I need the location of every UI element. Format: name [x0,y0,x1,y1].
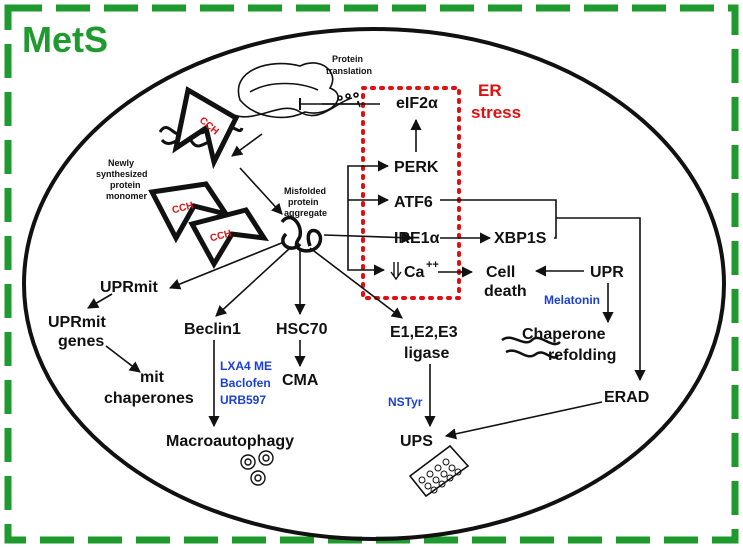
arrow-to-ligase [309,247,403,319]
ire1a-node: IRE1α [394,230,440,247]
erad-node: ERAD [604,389,649,406]
newly-synth-label-3: protein [110,180,141,190]
er-stress-label-2: stress [471,103,521,122]
newly-synth-label-4: monomer [106,191,148,201]
er-stress-box [361,86,461,300]
cell-membrane [22,27,726,541]
misfolded-label-3: aggregate [284,208,327,218]
arrow-to-perk [347,160,390,236]
arrow-translation-monomer [231,133,263,157]
ca-node: Ca [404,264,425,281]
uprmit-genes-node-1: UPRmit [48,314,106,331]
cell-death-node-1: Cell [486,264,515,281]
atf6-node: ATF6 [394,194,433,211]
drug-baclofen: Baclofen [220,376,271,390]
mets-title: MetS [22,19,108,60]
misfolded-label-2: protein [288,197,319,207]
mets-border [4,4,739,544]
ca-charge: ++ [426,259,439,271]
xbp1s-node: XBP1S [494,230,547,247]
proteasome-icon [408,444,470,498]
ligase-node-2: ligase [404,345,449,362]
uprmit-genes-node-2: genes [58,333,104,350]
ligase-node-1: E1,E2,E3 [390,324,458,341]
arrow-monomer-aggregate [239,167,283,215]
calcium-decrease-icon [390,262,402,281]
arrow-to-uprmit [168,241,285,290]
autophagosome-icon [240,450,274,486]
arrow-aggregate-ire1a [323,232,414,244]
melatonin-drug: Melatonin [544,293,600,307]
mit-chaperones-node-1: mit [140,369,165,386]
misfolded-label-1: Misfolded [284,186,326,196]
cch-chevron-2: CCH [148,181,232,244]
perk-node: PERK [394,159,439,176]
aggregate-icon [280,215,323,253]
newly-synth-label-2: synthesized [96,169,148,179]
arrow-genes-chaperones [105,345,141,373]
mit-chaperones-node-2: chaperones [104,390,194,407]
upr-node: UPR [590,264,624,281]
protein-translation-label-2: translation [326,66,372,76]
arrow-to-erad [556,217,646,382]
uprmit-node: UPRmit [100,279,158,296]
protein-translation-label-1: Protein [332,54,363,64]
beclin1-node: Beclin1 [184,321,241,338]
nstyr-drug: NSTyr [388,395,423,409]
newly-synth-label-1: Newly [108,158,134,168]
atf6-merge-line [440,199,557,239]
chaperone-node-2: refolding [548,347,616,364]
arrow-to-beclin1 [215,247,291,317]
cch-chevron-1: CCH [172,86,240,170]
cell-death-node-2: death [484,283,527,300]
er-stress-label-1: ER [478,81,502,100]
drug-urb597: URB597 [220,393,266,407]
macroautophagy-node: Macroautophagy [166,433,294,450]
refolding-protein-icon [501,336,561,359]
ups-node: UPS [400,433,433,450]
chaperone-node-1: Chaperone [522,326,606,343]
arrow-to-ca [347,236,386,276]
arrow-uprmit-genes [87,293,113,309]
svg-text:CCH: CCH [171,200,195,216]
arrow-erad-ups [444,401,603,440]
drug-lxa4: LXA4 ME [220,359,272,373]
hsc70-node: HSC70 [276,321,328,338]
eif2a-node: eIF2α [396,95,438,112]
ribosome-icon [224,62,359,119]
cma-node: CMA [282,372,319,389]
cch-chevron-3: CCH [188,207,269,270]
svg-text:CCH: CCH [209,228,233,244]
